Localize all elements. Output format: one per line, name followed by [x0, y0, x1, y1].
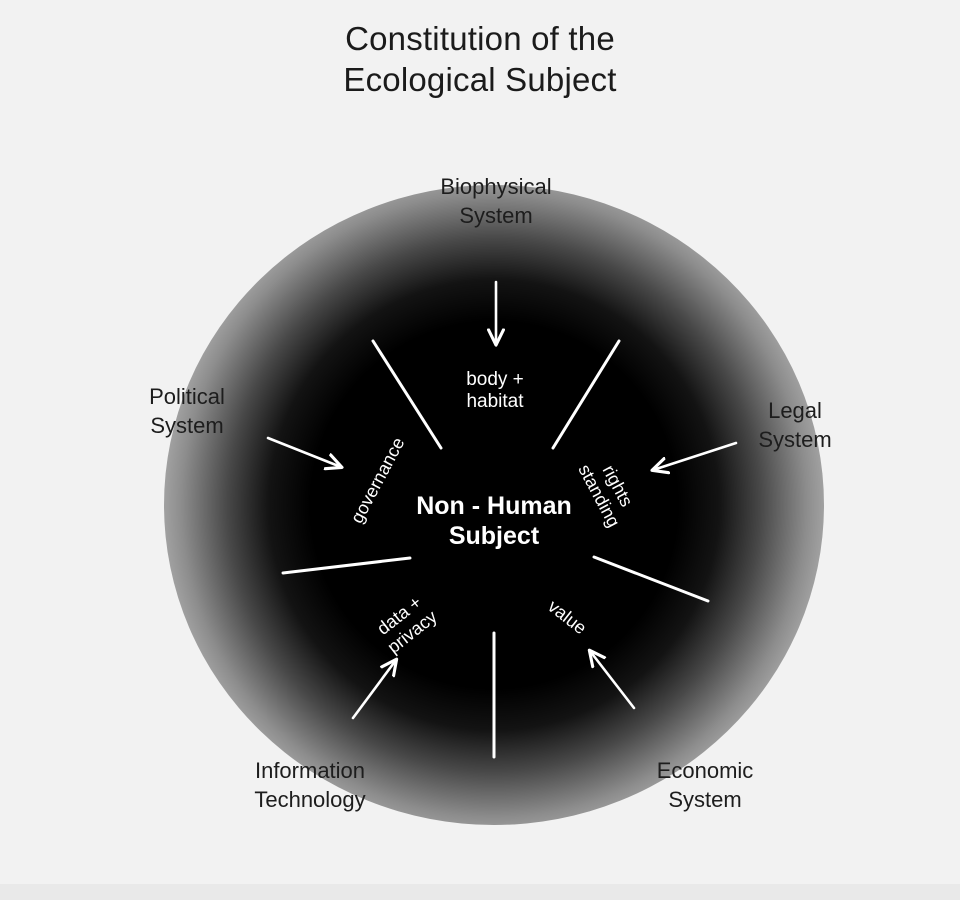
outer-label-biophysical-system: Biophysical System — [440, 174, 552, 228]
outer-label-information-technology: Information Technology — [254, 758, 366, 812]
outer-label-economic-system: Economic System — [656, 758, 754, 812]
outer-label-legal-system: Legal System — [758, 398, 832, 452]
outer-label-political-system: Political System — [149, 384, 225, 438]
bottom-strip — [0, 884, 960, 900]
inner-label-body-habitat: body + habitat — [466, 369, 524, 412]
page-title: Constitution of the Ecological Subject — [343, 20, 617, 98]
center-label: Non - Human Subject — [416, 492, 572, 550]
